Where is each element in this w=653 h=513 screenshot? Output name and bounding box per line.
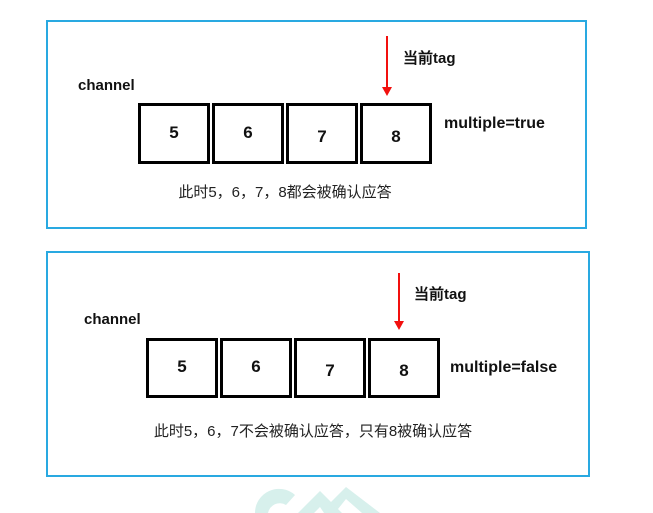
arrow-shaft xyxy=(386,36,388,87)
queue-cell: 8 xyxy=(360,103,432,164)
current-tag-label: 当前tag xyxy=(403,50,456,67)
queue-cell: 8 xyxy=(368,338,440,398)
panel-caption: 此时5，6，7不会被确认应答，只有8被确认应答 xyxy=(153,423,473,440)
cell-value: 5 xyxy=(177,357,187,376)
queue-cell: 7 xyxy=(294,338,366,398)
watermark-logo xyxy=(254,487,380,513)
cell-value: 7 xyxy=(325,361,335,380)
arrow-shaft xyxy=(398,273,400,321)
channel-label: channel xyxy=(84,311,141,328)
current-tag-arrow-icon xyxy=(393,273,405,330)
panel-multiple-false: channel 当前tag 5 6 7 8 multiple=false 此时5… xyxy=(46,251,590,477)
current-tag-label: 当前tag xyxy=(414,286,467,303)
multiple-flag-label: multiple=true xyxy=(444,115,545,132)
cell-value: 8 xyxy=(391,126,401,146)
channel-label: channel xyxy=(78,77,135,94)
channel-queue: 5 6 7 8 xyxy=(146,338,440,398)
queue-cell: 5 xyxy=(138,103,210,164)
multiple-flag-label: multiple=false xyxy=(450,359,558,376)
cell-value: 5 xyxy=(169,122,179,142)
current-tag-arrow-icon xyxy=(381,36,393,96)
queue-cell: 6 xyxy=(220,338,292,398)
cell-value: 6 xyxy=(243,122,253,142)
arrow-head xyxy=(394,321,404,330)
channel-queue: 5 6 7 8 xyxy=(138,103,432,164)
cell-value: 6 xyxy=(251,357,261,376)
queue-cell: 5 xyxy=(146,338,218,398)
panel-caption: 此时5，6，7，8都会被确认应答 xyxy=(178,184,392,201)
queue-cell: 6 xyxy=(212,103,284,164)
arrow-head xyxy=(382,87,392,96)
panel-multiple-true: channel 当前tag 5 6 7 8 multiple=true 此时5，… xyxy=(46,20,587,229)
queue-cell: 7 xyxy=(286,103,358,164)
cell-value: 8 xyxy=(399,361,409,380)
cell-value: 7 xyxy=(317,126,327,146)
